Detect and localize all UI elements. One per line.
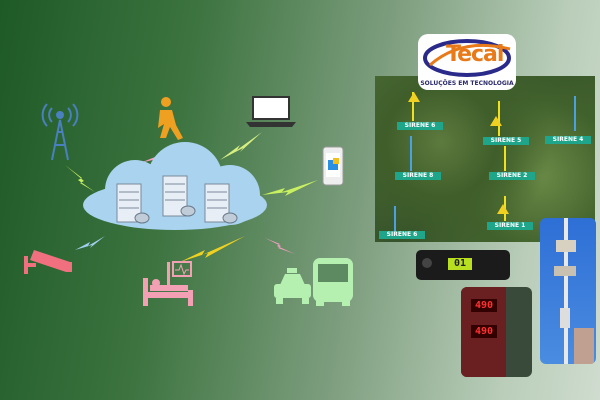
siren-label[interactable]: SIRENE 5 [483, 137, 529, 145]
bolt-icon [75, 236, 105, 250]
radio-knob-icon [422, 258, 432, 268]
radio-display: 01 [448, 258, 472, 270]
taxi-icon [274, 268, 311, 304]
logo-tagline: SOLUÇÕES EM TECNOLOGIA [420, 80, 514, 87]
bolt-icon [180, 236, 245, 262]
siren-label[interactable]: SIRENE 6 [379, 231, 425, 239]
led-display-bottom: 490 [471, 325, 497, 338]
hospital-bed-icon [143, 261, 193, 306]
bolt-icon [262, 180, 318, 196]
warning-icon [490, 116, 502, 126]
siren-label[interactable]: SIRENE 4 [545, 136, 591, 144]
siren-label[interactable]: SIRENE 6 [397, 122, 443, 130]
siren-tower-photo [540, 218, 596, 364]
pedestrian-icon [158, 97, 183, 140]
controller-board: 490 490 [461, 287, 532, 377]
siren-map: SIRENE 6 SIRENE 5 SIRENE 4 SIRENE 8 SIRE… [375, 76, 595, 242]
warning-icon [497, 204, 509, 214]
radio-transceiver: 01 [416, 250, 510, 280]
cloud-servers-icon [83, 142, 267, 230]
siren-label[interactable]: SIRENE 1 [487, 222, 533, 230]
siren-label[interactable]: SIRENE 2 [489, 172, 535, 180]
bolt-icon [65, 165, 95, 192]
logo-brand: Tecal [446, 42, 504, 67]
bolt-icon [265, 238, 295, 254]
laptop-icon [246, 96, 296, 127]
siren-markers [394, 92, 576, 231]
tecal-logo: Tecal SOLUÇÕES EM TECNOLOGIA [418, 34, 516, 90]
led-display-top: 490 [471, 299, 497, 312]
bus-icon [313, 258, 353, 306]
cctv-camera-icon [24, 250, 72, 274]
warning-icon [408, 92, 420, 102]
smartphone-icon [322, 146, 344, 186]
tower-photo-icon [554, 218, 594, 364]
siren-label[interactable]: SIRENE 8 [395, 172, 441, 180]
cell-tower-icon [41, 103, 79, 161]
bolt-icon [220, 132, 262, 160]
